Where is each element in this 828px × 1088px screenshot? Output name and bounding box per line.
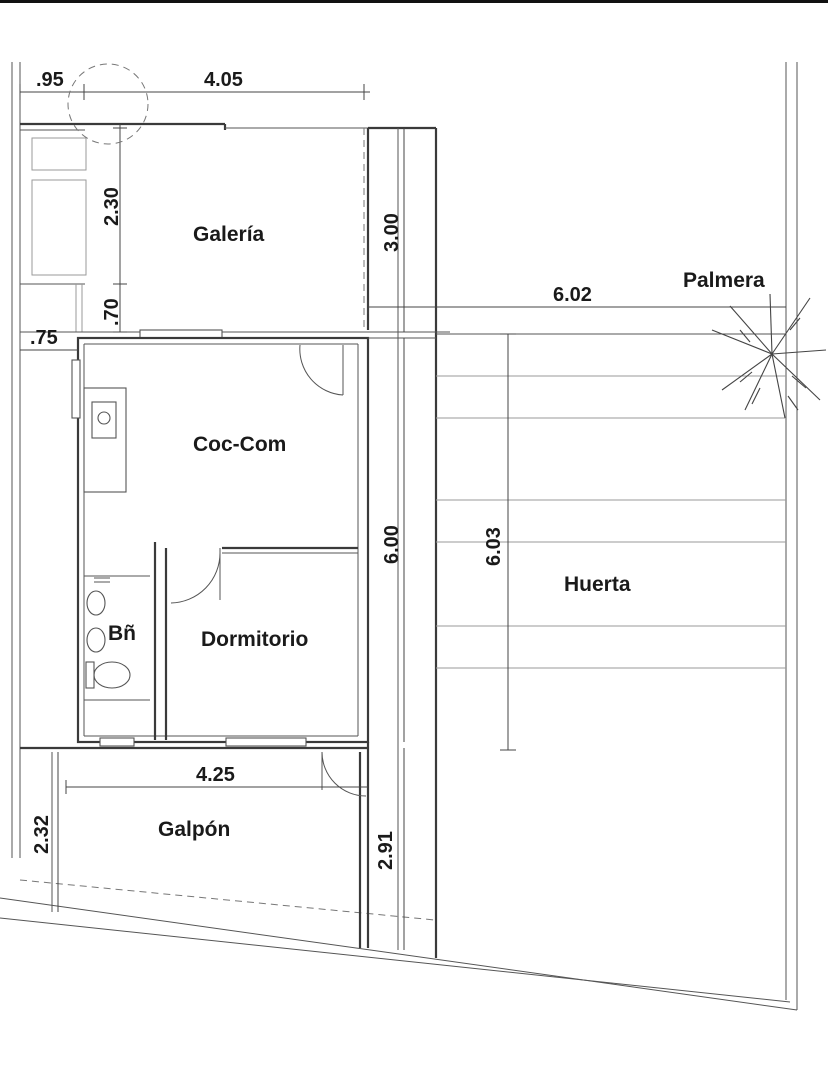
label-dormitorio: Dormitorio — [201, 628, 308, 651]
huerta-rows — [436, 333, 786, 669]
galpon-area — [20, 746, 368, 948]
dim-300: 3.00 — [381, 213, 403, 252]
corridor — [366, 126, 450, 958]
label-huerta: Huerta — [564, 573, 631, 596]
dim-095: .95 — [36, 69, 64, 91]
label-galpon: Galpón — [158, 818, 230, 841]
dim-602: 6.02 — [553, 284, 592, 306]
label-palmera: Palmera — [683, 269, 765, 292]
label-bano: Bñ — [108, 622, 136, 645]
top-border — [0, 0, 828, 3]
dim-603: 6.03 — [483, 527, 505, 566]
bathroom-fixtures — [85, 577, 131, 689]
dim-075: .75 — [30, 327, 58, 349]
dim-230: 2.30 — [101, 187, 123, 226]
house-walls — [71, 336, 370, 747]
lot-boundaries — [0, 62, 798, 1011]
dimension-lines — [19, 84, 786, 950]
label-coc-com: Coc-Com — [193, 433, 286, 456]
tree-circle — [67, 63, 149, 145]
galeria-area — [20, 122, 370, 339]
dim-291: 2.91 — [375, 831, 397, 870]
label-galeria: Galería — [193, 223, 265, 246]
dim-425: 4.25 — [196, 764, 235, 786]
palm-tree-icon — [711, 293, 827, 419]
dim-600: 6.00 — [381, 525, 403, 564]
dim-405: 4.05 — [204, 69, 243, 91]
dim-232: 2.32 — [31, 815, 53, 854]
dim-070: .70 — [101, 298, 123, 326]
